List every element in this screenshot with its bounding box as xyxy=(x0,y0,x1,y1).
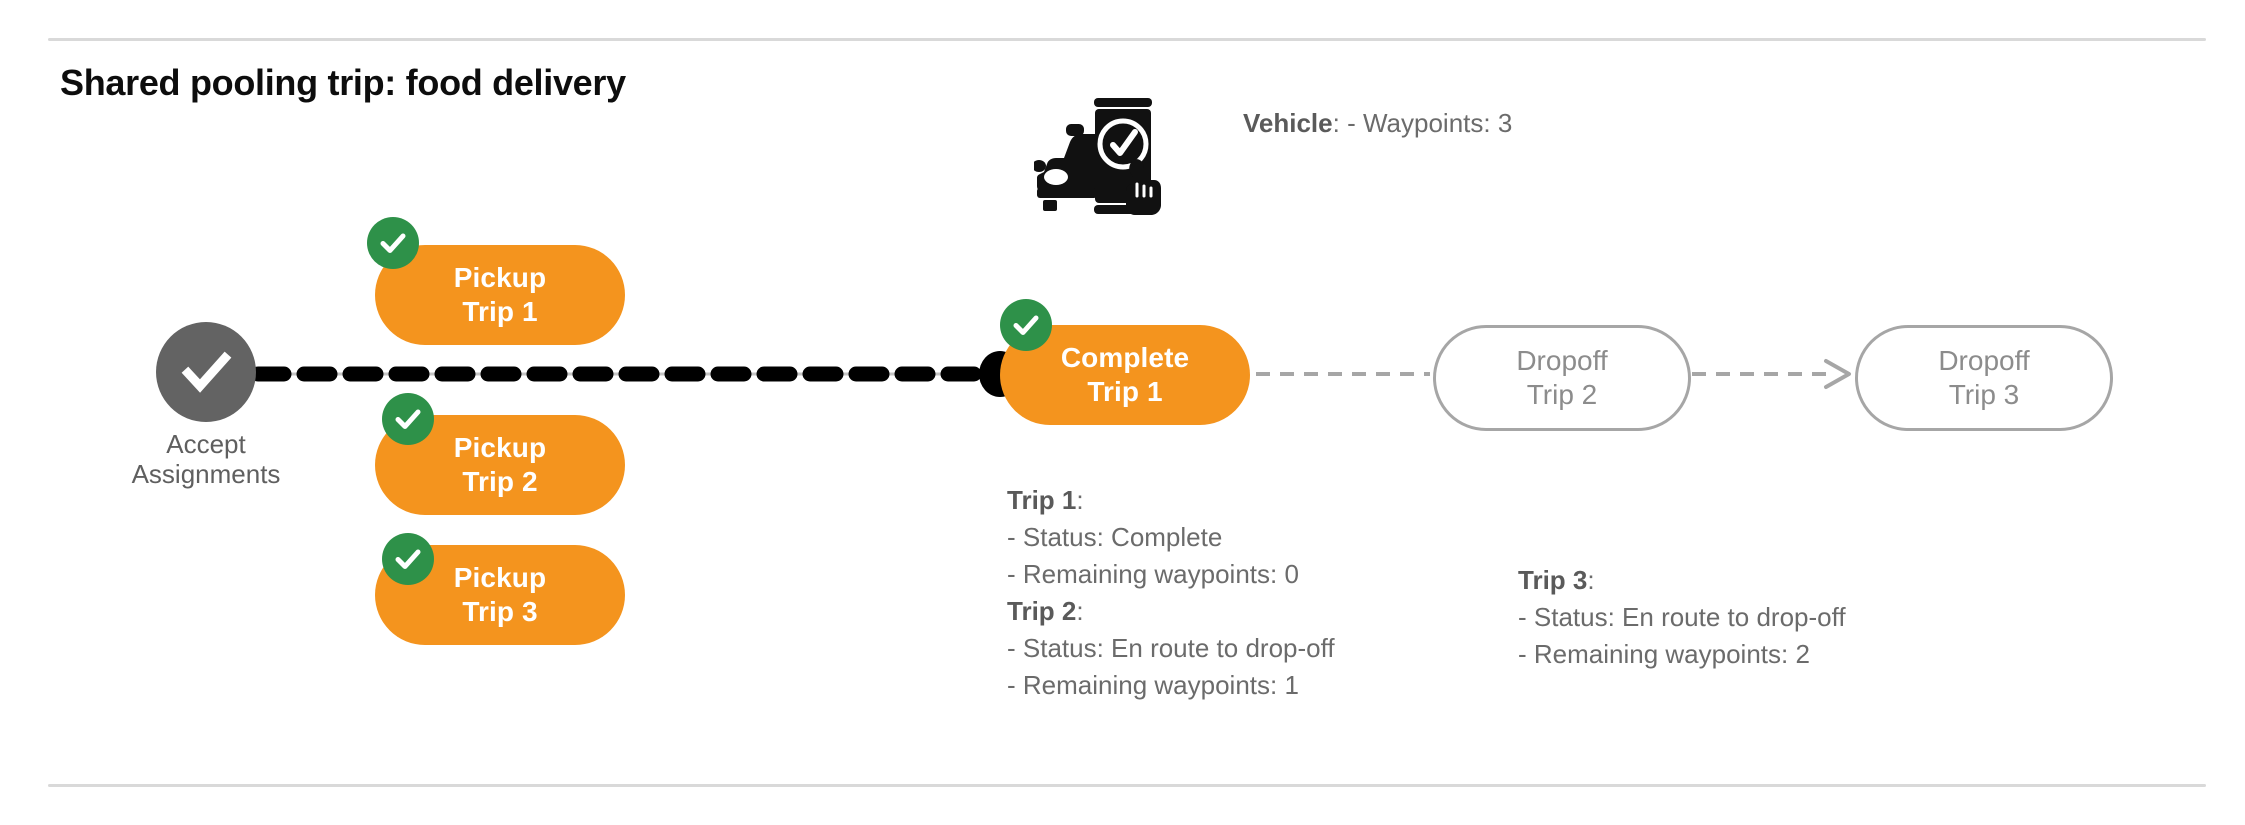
accept-label-line-2: Assignments xyxy=(131,458,281,489)
pickup-trip-3-line-1: Pickup xyxy=(453,561,547,593)
pickup-trip-1-line-1: Pickup xyxy=(453,261,547,293)
trip-3-status-row: - Status: En route to drop-off xyxy=(1518,601,1846,632)
accept-assignments-label: Accept Assignments xyxy=(86,429,326,490)
vehicle-annotation-heading-row: Vehicle: xyxy=(1243,108,1340,138)
bottom-divider xyxy=(48,784,2206,787)
complete-trip-1-line-1: Complete xyxy=(1060,341,1190,373)
page-title: Shared pooling trip: food delivery xyxy=(60,62,626,103)
top-divider xyxy=(48,38,2206,41)
trip-1-2-annotation: Trip 1: - Status: Complete - Remaining w… xyxy=(1007,482,1335,703)
dropoff-trip-2-line-2: Trip 2 xyxy=(1526,379,1598,410)
pickup-trip-3-line-2: Trip 3 xyxy=(462,596,538,627)
trip-3-annotation: Trip 3: - Status: En route to drop-off -… xyxy=(1518,562,1846,673)
pickup-trip-2-line-1: Pickup xyxy=(453,431,547,463)
pickup-trip-1-line-2: Trip 1 xyxy=(462,296,538,327)
vehicle-annotation: Vehicle: - Waypoints: 3 xyxy=(1243,105,1512,142)
trip-2-heading-row: Trip 2: xyxy=(1007,593,1335,630)
vehicle-annotation-heading: Vehicle xyxy=(1243,108,1333,138)
check-circle-icon xyxy=(156,322,256,422)
trip-2-heading-colon: : xyxy=(1076,595,1084,626)
dropoff-trip-3-line-2: Trip 3 xyxy=(1948,379,2020,410)
dropoff-trip-2-line-1: Dropoff xyxy=(1516,344,1608,376)
trip-1-heading: Trip 1 xyxy=(1007,485,1077,515)
trip-2-waypoints-row: - Remaining waypoints: 1 xyxy=(1007,669,1299,700)
trip-1-heading-colon: : xyxy=(1076,485,1084,515)
trip-1-status-row: - Status: Complete xyxy=(1007,521,1223,552)
pickup-trip-2-line-2: Trip 2 xyxy=(462,466,538,497)
vehicle-waypoints-row: - Waypoints: 3 xyxy=(1347,108,1513,138)
dropoff-trip-2-node[interactable]: Dropoff Trip 2 xyxy=(1433,325,1691,431)
trip-3-heading-row: Trip 3: xyxy=(1518,562,1846,599)
dropoff2-to-dropoff3-arrowhead xyxy=(1824,359,1851,389)
trip-1-waypoints-row: - Remaining waypoints: 0 xyxy=(1007,558,1299,589)
trip-3-waypoints-row: - Remaining waypoints: 2 xyxy=(1518,638,1810,669)
trip-2-heading: Trip 2 xyxy=(1007,595,1077,626)
trip-3-heading: Trip 3 xyxy=(1518,565,1588,595)
dropoff-trip-3-line-1: Dropoff xyxy=(1938,344,2030,376)
pickup-trip-1-node[interactable]: Pickup Trip 1 xyxy=(375,245,625,345)
complete-trip-1-check-badge-icon xyxy=(1000,299,1052,351)
complete-trip-1-line-2: Trip 1 xyxy=(1087,376,1163,407)
accept-label-line-1: Accept xyxy=(166,429,246,459)
trip-2-status-row: - Status: En route to drop-off xyxy=(1007,632,1335,663)
trip-3-heading-colon: : xyxy=(1587,565,1595,595)
dropoff-trip-3-node[interactable]: Dropoff Trip 3 xyxy=(1855,325,2113,431)
car-phone-check-icon xyxy=(1032,88,1168,216)
pickup-trip-1-check-badge-icon xyxy=(367,217,419,269)
pickup-trip-2-check-badge-icon xyxy=(382,393,434,445)
vehicle-annotation-colon: : xyxy=(1332,108,1340,138)
pickup-trip-3-check-badge-icon xyxy=(382,533,434,585)
trip-1-heading-row: Trip 1: xyxy=(1007,482,1335,519)
accept-assignments-node[interactable]: Accept Assignments xyxy=(132,322,280,489)
